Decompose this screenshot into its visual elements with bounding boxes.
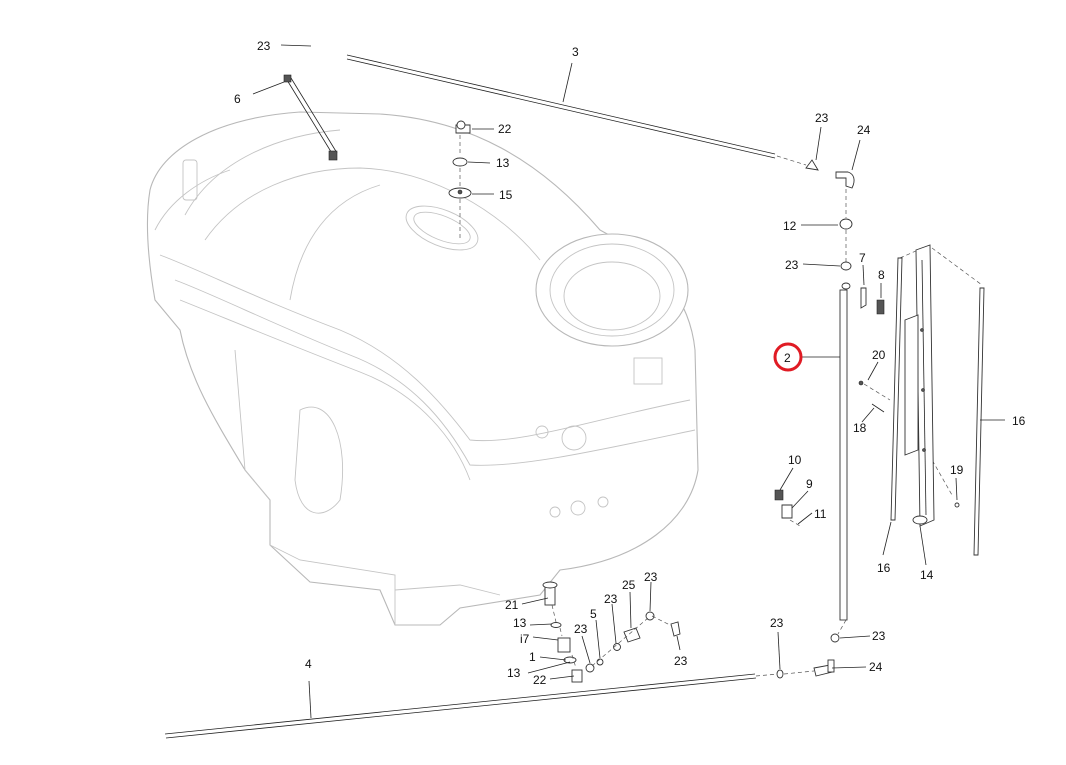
part-14-bracket xyxy=(899,244,983,527)
callout-10: 10 xyxy=(788,453,802,467)
callout-8: 8 xyxy=(878,268,885,282)
callout-12: 12 xyxy=(783,219,797,233)
clips-7-8 xyxy=(860,287,885,315)
callout-3: 3 xyxy=(572,45,579,59)
callout-23: 23 xyxy=(785,258,799,272)
callout-23: 23 xyxy=(770,616,784,630)
callout-13: 13 xyxy=(496,156,510,170)
callout-6: 6 xyxy=(234,92,241,106)
callout-14: 14 xyxy=(920,568,934,582)
callout-23: 23 xyxy=(872,629,886,643)
part-3-upper-rod xyxy=(346,54,807,166)
callout-25: 25 xyxy=(622,578,636,592)
callout-23: 23 xyxy=(257,39,271,53)
callout-22: 22 xyxy=(498,122,512,136)
part-6-probe xyxy=(283,74,338,161)
callout-5: 5 xyxy=(590,607,597,621)
callout-7: 7 xyxy=(859,251,866,265)
callout-4: 4 xyxy=(305,657,312,671)
callout-1: 1 xyxy=(529,650,536,664)
callout-23: 23 xyxy=(674,654,688,668)
callout-2: 2 xyxy=(784,351,791,365)
leader-lines xyxy=(252,44,1005,719)
callout-24: 24 xyxy=(857,123,871,137)
callout-15: 15 xyxy=(499,188,513,202)
callout-19: 19 xyxy=(950,463,964,477)
part-2-vertical-tube xyxy=(837,182,848,635)
fittings-9-10-11 xyxy=(774,489,801,527)
callout-labels: 23 3 6 22 13 15 23 24 12 23 7 8 2 20 18 … xyxy=(234,39,1026,687)
callout-23: 23 xyxy=(644,570,658,584)
callout-23: 23 xyxy=(815,111,829,125)
callout-9: 9 xyxy=(806,477,813,491)
lower-fittings xyxy=(542,581,681,683)
lower-right-fittings xyxy=(776,633,840,679)
callout-13: 13 xyxy=(513,616,527,630)
part-4-lower-rod xyxy=(164,673,779,739)
upper-right-fittings xyxy=(805,159,855,290)
callout-16: 16 xyxy=(877,561,891,575)
callout-23: 23 xyxy=(574,622,588,636)
callout-20: 20 xyxy=(872,348,886,362)
sprayer-tank xyxy=(146,111,699,626)
part-16-strips xyxy=(890,257,985,556)
callout-18: 18 xyxy=(853,421,867,435)
callout-11: 11 xyxy=(814,507,827,521)
highlight-circle-2 xyxy=(773,342,803,372)
top-fittings xyxy=(448,120,472,238)
callout-13: 13 xyxy=(507,666,521,680)
callout-i7: i7 xyxy=(520,632,530,646)
callout-22: 22 xyxy=(533,673,547,687)
callout-23: 23 xyxy=(604,592,618,606)
callout-16: 16 xyxy=(1012,414,1026,428)
callout-21: 21 xyxy=(505,598,519,612)
callout-24: 24 xyxy=(869,660,883,674)
